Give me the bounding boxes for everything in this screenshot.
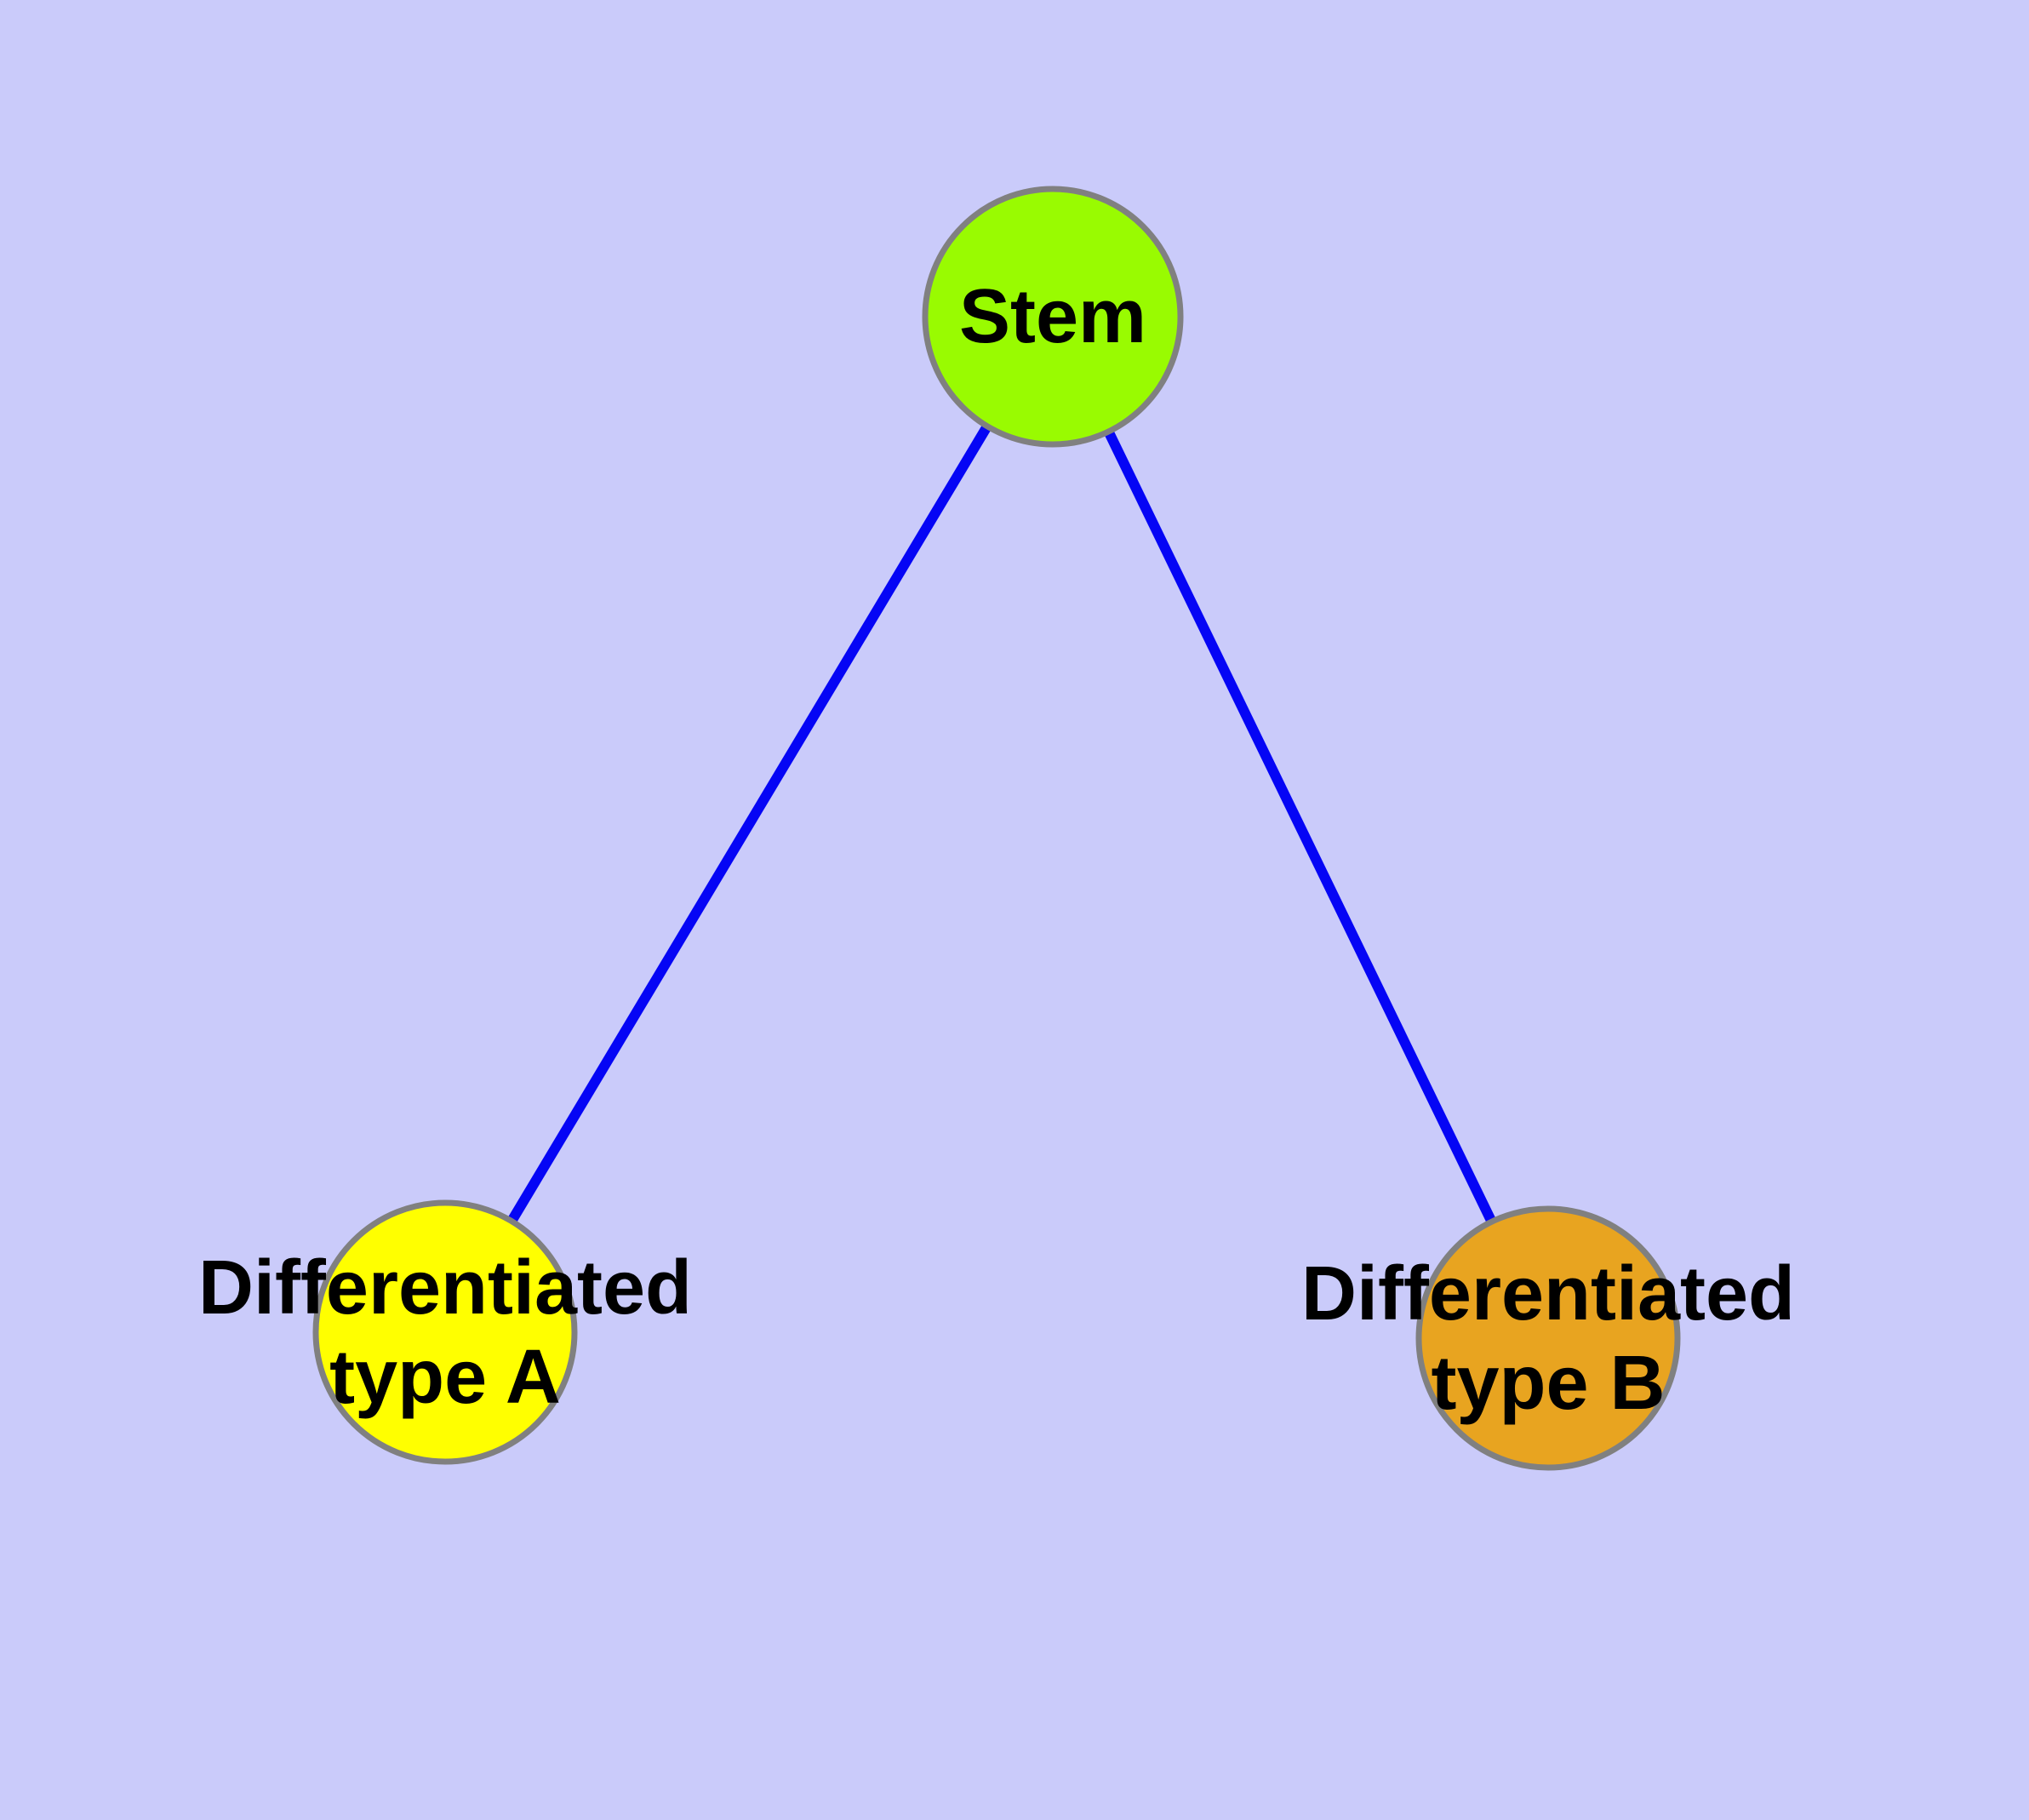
edge-stem-to-type-b	[1048, 314, 1553, 1341]
node-stem-label: Stem	[959, 274, 1146, 359]
node-type-a-label-line2: type A	[329, 1335, 561, 1420]
node-differentiated-type-a	[312, 1199, 578, 1465]
node-differentiated-type-b	[1415, 1205, 1681, 1471]
node-type-b-label-line1: Differentiated	[1301, 1251, 1795, 1336]
node-stem	[922, 186, 1184, 448]
node-type-a-label-line1: Differentiated	[198, 1245, 692, 1331]
node-type-b-label-line2: type B	[1431, 1341, 1665, 1426]
edge-stem-to-type-a	[440, 313, 1058, 1336]
